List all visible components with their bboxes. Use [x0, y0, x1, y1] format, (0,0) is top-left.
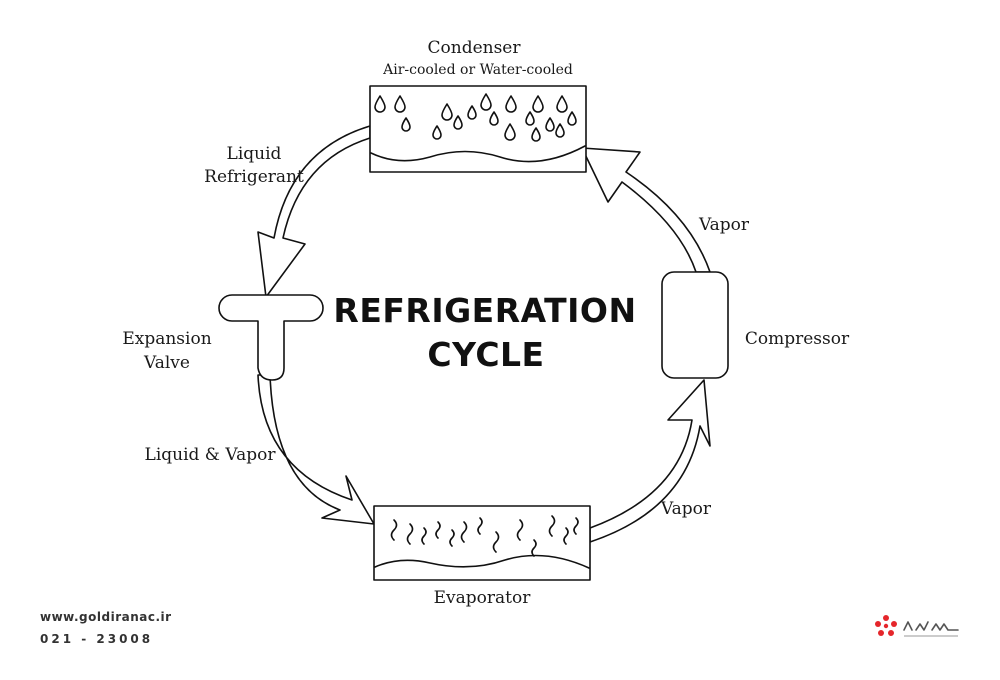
flower-logo-icon [875, 615, 897, 636]
evaporator-liquid-line [374, 554, 590, 569]
expansion-valve-label-1: Expansion [122, 329, 211, 349]
vapor-top-label: Vapor [698, 215, 750, 235]
vapor-squiggles-icon [390, 515, 579, 557]
title-line-1: REFRIGERATION [333, 291, 636, 330]
condenser-box [369, 85, 587, 173]
condenser-liquid-line [370, 145, 586, 163]
brand-logo [875, 615, 959, 637]
compressor-label: Compressor [745, 329, 850, 349]
expansion-valve-label-2: Valve [143, 353, 190, 373]
evaporator-label: Evaporator [434, 588, 532, 608]
liquid-vapor-arrow [257, 374, 375, 525]
condenser-label: Condenser [428, 38, 522, 58]
condensation-droplets-icon [374, 93, 577, 142]
condenser-unit [369, 85, 587, 173]
liquid-refrigerant-label-1: Liquid [227, 144, 282, 164]
liquid-refrigerant-label-2: Refrigerant [204, 167, 304, 187]
title-line-2: CYCLE [427, 335, 544, 374]
condenser-subtitle: Air-cooled or Water-cooled [382, 62, 573, 78]
liquid-vapor-label: Liquid & Vapor [145, 445, 277, 465]
phone-number: 021 - 23008 [40, 632, 154, 646]
evaporator-box [373, 505, 591, 581]
evaporator-unit [373, 505, 591, 581]
vapor-bottom-label: Vapor [660, 499, 712, 519]
vapor-top-arrow [581, 147, 711, 273]
liquid-refrigerant-arrow [257, 125, 371, 298]
vapor-bottom-arrow [589, 379, 711, 543]
expansion-valve-icon [218, 294, 324, 381]
website-link[interactable]: www.goldiranac.ir [40, 610, 172, 624]
compressor-box [661, 271, 729, 379]
